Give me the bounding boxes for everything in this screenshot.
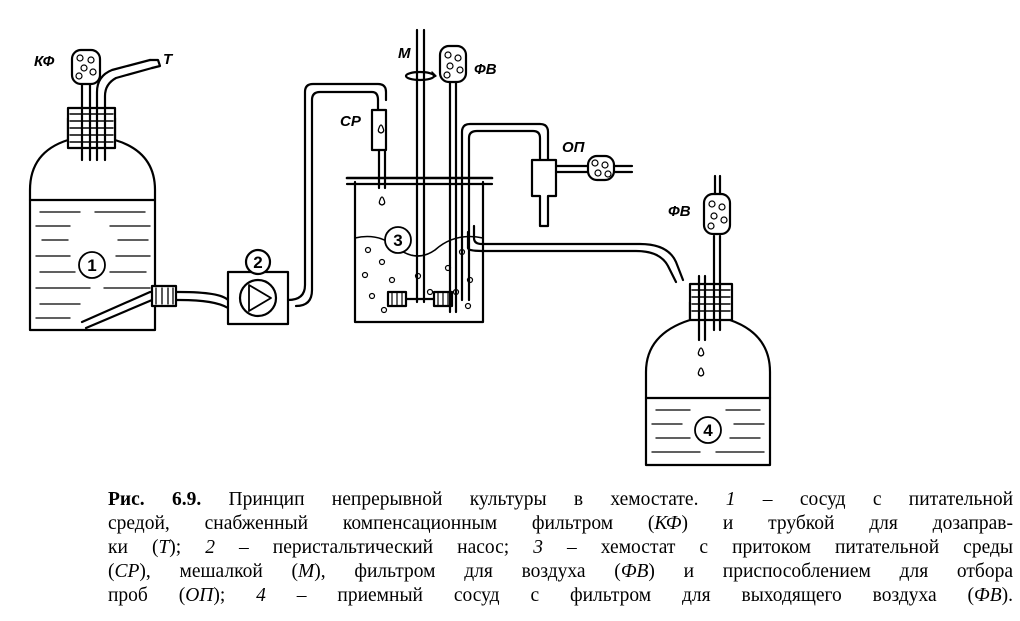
vessel-1-number: 1 <box>87 256 96 275</box>
sampler-op <box>530 154 634 228</box>
caption-line: ки (Т); 2 – перистальтический насос; 3 –… <box>108 537 1014 558</box>
label-fv-chemostat: ФВ <box>474 61 497 78</box>
label-t: Т <box>163 51 174 68</box>
label-fv-receiver: ФВ <box>668 203 691 220</box>
label-op: ОП <box>562 139 586 156</box>
vessel-3-circle <box>384 226 412 254</box>
pump-2 <box>226 82 388 326</box>
caption-line: (СР), мешалкой (М), фильтром для воздуха… <box>108 561 1013 582</box>
vessel-4-number: 4 <box>703 421 713 440</box>
vessel-1-medium-bottle <box>28 48 230 332</box>
vessel-4-circle <box>694 416 722 444</box>
caption-line: Рис. 6.9. Принцип непрерывной культуры в… <box>108 489 1013 510</box>
chemostat-3 <box>345 28 685 324</box>
label-sr: СР <box>340 113 362 130</box>
chemostat-diagram: 1 2 3 4 КФ Т М ФВ СР ОП ФВ <box>28 28 772 467</box>
caption-line: проб (ОП); 4 – приемный сосуд с фильтром… <box>108 585 1013 606</box>
pump-2-number: 2 <box>253 253 262 272</box>
chemostat-3-number: 3 <box>393 231 402 250</box>
figure-caption: Рис. 6.9. Принцип непрерывной культуры в… <box>108 488 1013 608</box>
vessel-1-circle <box>78 251 106 279</box>
label-m: М <box>398 45 411 62</box>
label-kf: КФ <box>34 53 55 70</box>
vessel-4-receiving-bottle <box>644 174 772 467</box>
caption-line: средой, снабженный компенсационным фильт… <box>108 513 1013 534</box>
